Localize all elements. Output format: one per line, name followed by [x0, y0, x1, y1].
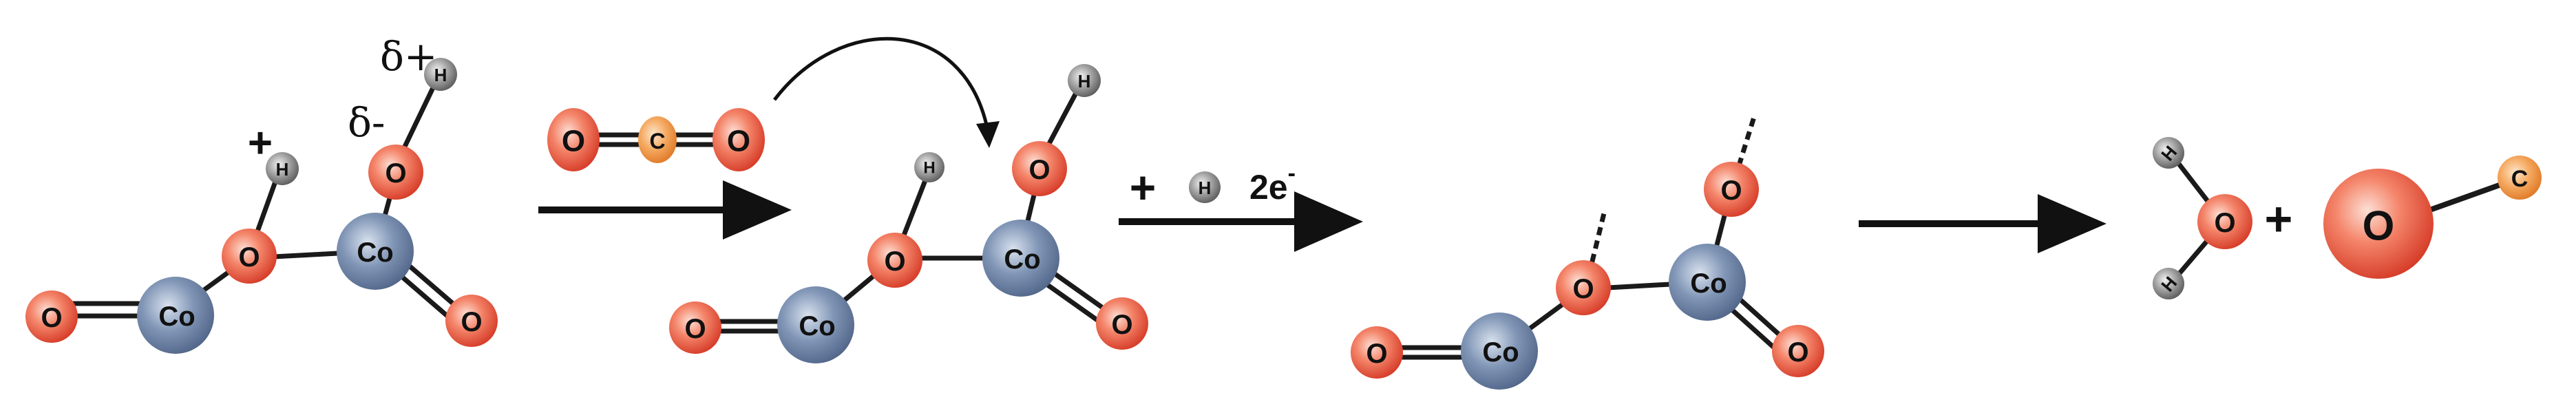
- curved-arrow: [773, 36, 1000, 148]
- oxygen-atom: [2197, 194, 2252, 249]
- hydrogen-label: H: [923, 159, 935, 178]
- hydrogen-atom: [1189, 171, 1221, 203]
- reaction-arrow-3: [1859, 194, 2107, 253]
- cobalt-label: Co: [158, 301, 195, 332]
- arrow-head: [723, 180, 792, 240]
- oxygen-label: O: [1572, 274, 1594, 304]
- oxygen-atom: [1772, 325, 1824, 377]
- carbon-label: C: [649, 129, 665, 153]
- oxygen-label: O: [562, 125, 585, 158]
- oxygen-atom: [712, 108, 765, 171]
- carbon-label: C: [2511, 166, 2529, 192]
- oxygen-atom: [368, 145, 423, 200]
- cobalt-label: Co: [1004, 244, 1040, 275]
- positive-charge-annotation: +: [248, 120, 273, 167]
- oxygen-label: O: [41, 303, 62, 333]
- cobalt-atom: [337, 213, 414, 290]
- carbon-atom: [2498, 156, 2542, 200]
- cobalt-atom: [777, 286, 854, 363]
- cobalt-atom: [982, 220, 1059, 297]
- oxygen-atom: [867, 233, 922, 288]
- dangling-bond: [1732, 116, 1757, 180]
- carbon-atom: [638, 116, 677, 163]
- molecule-2-surface: O Co O H Co O O H: [669, 64, 1148, 363]
- oxygen-label: O: [884, 246, 905, 277]
- water-molecule: H O H: [2153, 137, 2252, 299]
- reaction-arrow-2: + H 2e-: [1119, 160, 1363, 252]
- oxygen-label: O: [2214, 208, 2235, 238]
- cobalt-label: Co: [799, 311, 835, 341]
- two-electrons-label: 2e-: [1249, 160, 1296, 206]
- molecule-1-surface: O Co O H Co O O H δ+ δ- +: [25, 33, 498, 354]
- oxygen-label: O: [1028, 155, 1050, 185]
- cobalt-atom: [137, 277, 214, 354]
- oxygen-atom: [1012, 141, 1067, 196]
- oxygen-atom: [1556, 260, 1611, 315]
- oxygen-label: O: [1720, 176, 1742, 206]
- carbon-monoxide-molecule: O C: [2323, 156, 2542, 279]
- delta-plus-annotation: δ+: [380, 33, 438, 80]
- delta-minus-annotation: δ-: [348, 99, 386, 146]
- cobalt-atom: [1461, 313, 1538, 390]
- two-electrons-text: 2e: [1249, 168, 1288, 206]
- hydrogen-atom: [2153, 268, 2184, 299]
- hydrogen-label: H: [276, 159, 289, 180]
- arrow-head: [2038, 194, 2107, 253]
- oxygen-label: O: [238, 242, 260, 273]
- oxygen-atom: [222, 229, 277, 284]
- hydrogen-atom: [914, 152, 944, 182]
- dangling-bond: [1586, 213, 1607, 276]
- reaction-arrow-1: [538, 180, 792, 240]
- curved-arrow-icon: [773, 36, 990, 131]
- oxygen-label: O: [1366, 339, 1387, 369]
- oxygen-atom: [445, 295, 498, 347]
- hydrogen-label: H: [434, 65, 447, 85]
- oxygen-label: O: [461, 307, 482, 337]
- oxygen-label: O: [1787, 337, 1808, 368]
- oxygen-label: O: [1111, 310, 1132, 340]
- oxygen-atom: [669, 301, 721, 354]
- oxygen-label: O: [727, 125, 750, 158]
- product-plus: +: [2265, 192, 2293, 246]
- co2-molecule: O C O: [547, 108, 765, 171]
- oxygen-atom: [2323, 169, 2434, 279]
- cobalt-atom: [1669, 244, 1746, 321]
- electron-charge-superscript: -: [1288, 160, 1296, 187]
- oxygen-label: O: [684, 314, 706, 344]
- molecule-3-surface: O Co O Co O O: [1351, 116, 1824, 390]
- arrow-head: [1294, 191, 1363, 252]
- oxygen-atom: [25, 290, 78, 343]
- hydrogen-label: H: [1078, 71, 1091, 92]
- oxygen-atom: [547, 108, 600, 171]
- oxygen-atom: [1704, 162, 1759, 217]
- hydrogen-atom: [2153, 137, 2184, 169]
- cobalt-label: Co: [1690, 268, 1727, 299]
- hydrogen-label: H: [1199, 178, 1212, 198]
- cobalt-label: Co: [357, 237, 393, 268]
- oxygen-atom: [1096, 297, 1148, 350]
- hydrogen-atom: [424, 58, 457, 91]
- oxygen-label: O: [2363, 203, 2395, 249]
- cobalt-label: Co: [1482, 337, 1519, 368]
- reagent-plus: +: [1130, 162, 1157, 213]
- oxygen-atom: [1351, 326, 1403, 379]
- hydrogen-atom: [266, 152, 299, 185]
- hydrogen-atom: [1068, 64, 1101, 97]
- arrow-head: [976, 121, 1000, 148]
- oxygen-label: O: [385, 158, 406, 189]
